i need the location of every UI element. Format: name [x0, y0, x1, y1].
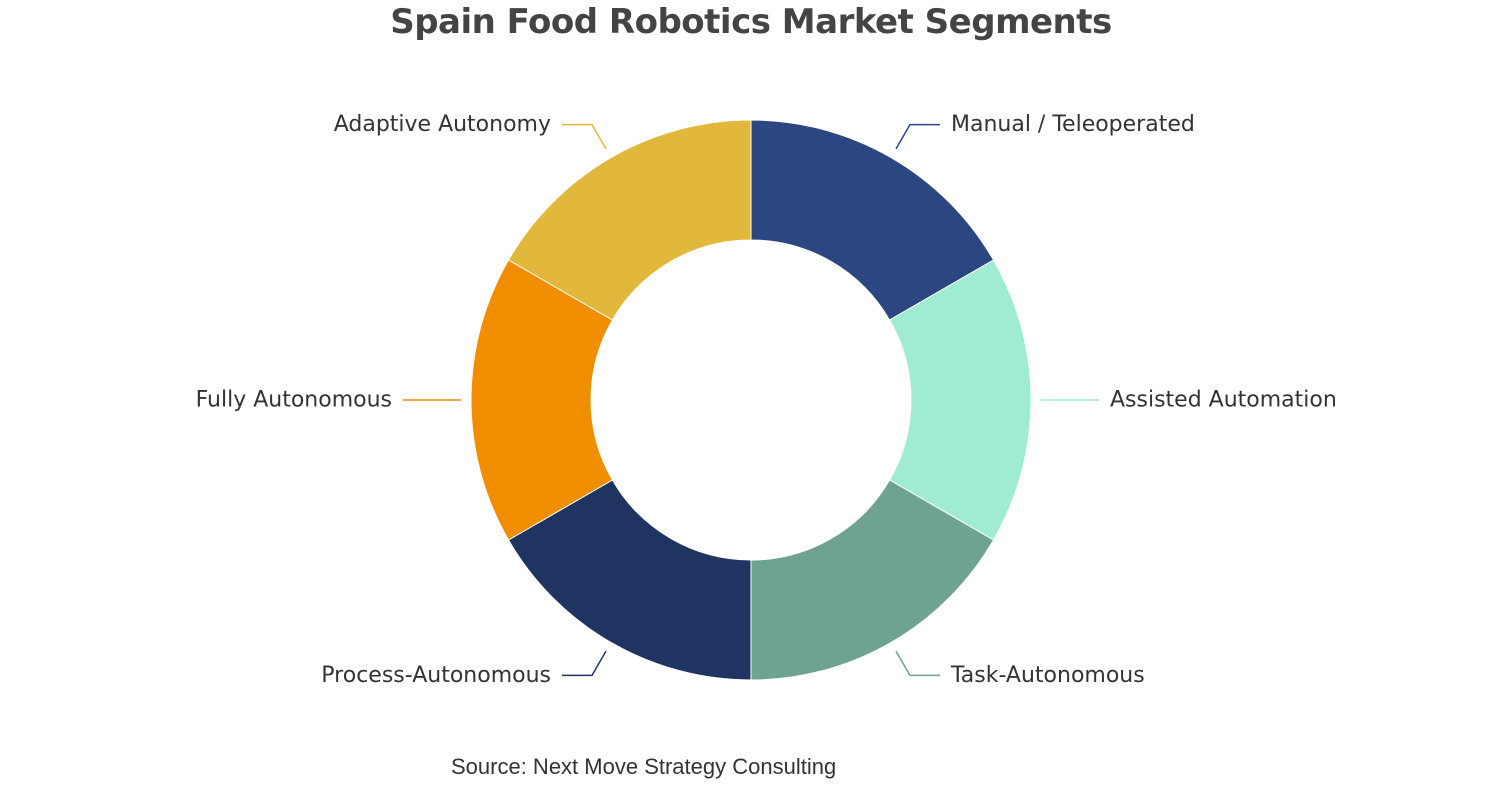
slice-label: Adaptive Autonomy: [334, 112, 551, 137]
slice-adaptive-autonomy: [507, 119, 752, 321]
slice-label: Fully Autonomous: [196, 388, 392, 413]
slice-label: Task-Autonomous: [950, 663, 1145, 688]
leader-line: [895, 650, 940, 677]
source-note: Source: Next Move Strategy Consulting: [451, 754, 837, 779]
slice-fully-autonomous: [470, 259, 614, 541]
chart-title: Spain Food Robotics Market Segments: [390, 2, 1112, 42]
slice-label: Process-Autonomous: [321, 663, 551, 688]
slices-layer: [470, 119, 1032, 681]
slice-assisted-automation: [888, 259, 1032, 541]
slice-task-autonomous: [750, 479, 995, 681]
leader-line: [562, 650, 607, 677]
slice-label: Assisted Automation: [1110, 388, 1337, 413]
slice-label: Manual / Teleoperated: [951, 112, 1195, 137]
leader-line: [562, 123, 607, 150]
leader-lines-layer: [403, 123, 1099, 677]
slice-manual-teleoperated: [750, 119, 995, 321]
slice-process-autonomous: [507, 479, 752, 681]
leader-line: [895, 123, 940, 150]
